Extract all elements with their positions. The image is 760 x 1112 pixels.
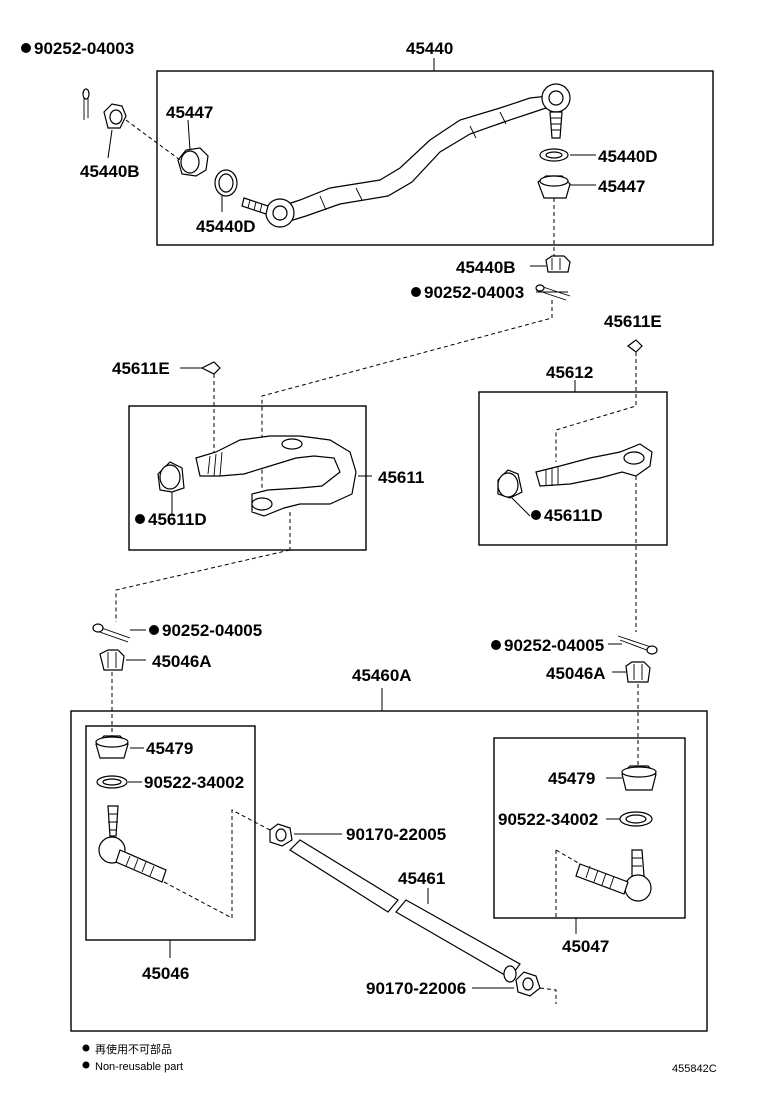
label-45460A: 45460A bbox=[352, 666, 412, 685]
label-45440B-right: 45440B bbox=[456, 258, 516, 277]
label-90522-34002-right: 90522-34002 bbox=[498, 810, 598, 829]
label-45611: 45611 bbox=[378, 468, 424, 487]
label-45611D-right: 45611D bbox=[544, 506, 603, 525]
diagram-id: 455842C bbox=[672, 1063, 717, 1075]
arm-45611 bbox=[195, 435, 357, 517]
label-45047: 45047 bbox=[562, 937, 609, 956]
tie-rod-end-45047 bbox=[575, 849, 652, 902]
label-45611E-right: 45611E bbox=[604, 312, 662, 331]
legend-line-2: Non-reusable part bbox=[95, 1061, 183, 1073]
bullet-45611D-right bbox=[531, 510, 541, 520]
bullet-90252-04003-top bbox=[21, 43, 31, 53]
castle-nut-45440B-right bbox=[545, 255, 571, 273]
ring-90522-34002-left bbox=[96, 775, 128, 789]
cotter-pin-top-left bbox=[82, 88, 90, 120]
tie-rod-end-45046 bbox=[98, 805, 167, 883]
label-45046A-right: 45046A bbox=[546, 664, 606, 683]
keyhole-45611E-right bbox=[627, 339, 643, 353]
tie-rod-45440 bbox=[241, 83, 571, 228]
keyhole-45611E-left bbox=[200, 361, 221, 375]
tube-45461 bbox=[289, 839, 521, 983]
legend-bullet-1 bbox=[82, 1044, 90, 1052]
label-45479-left: 45479 bbox=[146, 739, 193, 758]
label-45461: 45461 bbox=[398, 869, 445, 888]
label-90252-04003-mid: 90252-04003 bbox=[424, 283, 524, 302]
ring-45440D-left bbox=[214, 169, 238, 197]
label-90170-22005: 90170-22005 bbox=[346, 825, 446, 844]
legend-bullet-2 bbox=[82, 1061, 90, 1069]
label-45611D-left: 45611D bbox=[148, 510, 207, 529]
box-45440 bbox=[156, 70, 714, 246]
label-45046: 45046 bbox=[142, 964, 189, 983]
bullet-90252-04005-left bbox=[149, 625, 159, 635]
label-45440D-left: 45440D bbox=[196, 217, 256, 236]
boot-45611D-right bbox=[497, 469, 523, 499]
nut-90170-22005 bbox=[269, 823, 293, 847]
boot-45447-left bbox=[177, 147, 209, 177]
label-45440D-right: 45440D bbox=[598, 147, 658, 166]
label-90252-04005-right: 90252-04005 bbox=[504, 636, 604, 655]
boot-45447-right bbox=[537, 175, 571, 199]
castle-nut-45046A-right bbox=[625, 661, 651, 683]
bullet-45611D-left bbox=[135, 514, 145, 524]
arm-45612 bbox=[535, 443, 653, 487]
label-90170-22006: 90170-22006 bbox=[366, 979, 466, 998]
nut-90170-22006 bbox=[515, 971, 541, 997]
cotter-pin-90252-04005-left bbox=[92, 623, 131, 643]
boot-45479-right bbox=[621, 765, 657, 791]
ring-90522-34002-right bbox=[619, 811, 653, 827]
label-45440: 45440 bbox=[406, 39, 453, 58]
boot-45611D-left bbox=[157, 461, 185, 493]
label-90252-04005-left: 90252-04005 bbox=[162, 621, 262, 640]
box-45460A bbox=[70, 710, 708, 1032]
label-90522-34002-left: 90522-34002 bbox=[144, 773, 244, 792]
box-45611 bbox=[128, 405, 367, 551]
label-45440B-left: 45440B bbox=[80, 162, 140, 181]
label-45611E-left: 45611E bbox=[112, 359, 170, 378]
label-45447-left: 45447 bbox=[166, 103, 213, 122]
castle-nut-45046A-left bbox=[99, 649, 125, 671]
label-45612: 45612 bbox=[546, 363, 593, 382]
cotter-pin-90252-04005-right bbox=[617, 635, 658, 655]
castle-nut-45440B-left bbox=[103, 103, 127, 129]
box-45047 bbox=[493, 737, 686, 919]
legend-line-1: 再使用不可部品 bbox=[95, 1042, 172, 1056]
label-45046A-left: 45046A bbox=[152, 652, 212, 671]
label-45447-right: 45447 bbox=[598, 177, 645, 196]
boot-45479-left bbox=[95, 735, 129, 759]
label-90252-04003-top: 90252-04003 bbox=[34, 39, 134, 58]
box-45612 bbox=[478, 391, 668, 546]
bullet-90252-04003-mid bbox=[411, 287, 421, 297]
ring-45440D-right bbox=[539, 148, 569, 162]
bullet-90252-04005-right bbox=[491, 640, 501, 650]
label-45479-right: 45479 bbox=[548, 769, 595, 788]
